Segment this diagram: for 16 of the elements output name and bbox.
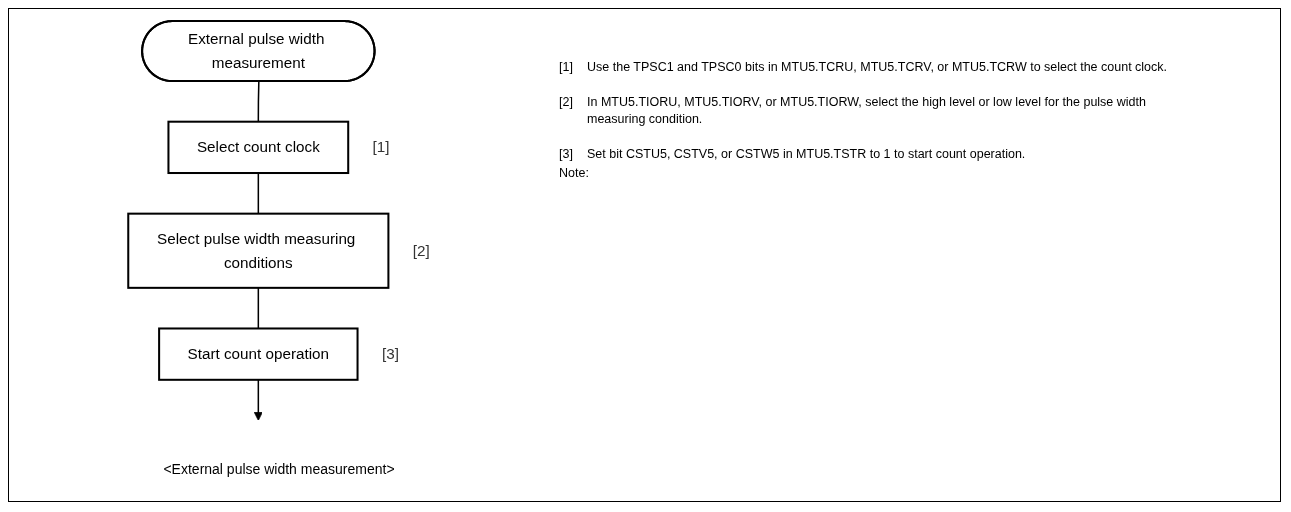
note-number: [3] <box>559 145 574 163</box>
terminal-box: External pulse width measurement <box>141 20 376 83</box>
process-box: Select pulse width measuring conditions <box>127 212 390 289</box>
note-text: Set bit CSTU5, CSTV5, or CSTW5 in MTU5.TSTR to 1 to start count operation. <box>587 145 1026 163</box>
arrow <box>253 379 263 421</box>
note-text: In MTU5.TIORU, MTU5.TIORV, or MTU5.TIORW, select the high level or low level for the pulse width measuring condition. <box>587 93 1147 128</box>
note-number: [2] <box>559 93 574 111</box>
process-box: Select count clock <box>167 120 350 175</box>
caption: <External pulse width measurement> <box>162 461 396 477</box>
step-number: [3] <box>381 345 399 363</box>
step-number: [2] <box>412 241 430 259</box>
step-number: [1] <box>372 138 390 156</box>
process-box: Start count operation <box>158 327 359 381</box>
note-text: Use the TPSC1 and TPSC0 bits in MTU5.TCRU, MTU5.TCRV, or MTU5.TCRW to select the count clock. <box>587 59 1168 76</box>
note-heading: Note: <box>559 165 589 180</box>
note-number: [1] <box>559 59 574 76</box>
